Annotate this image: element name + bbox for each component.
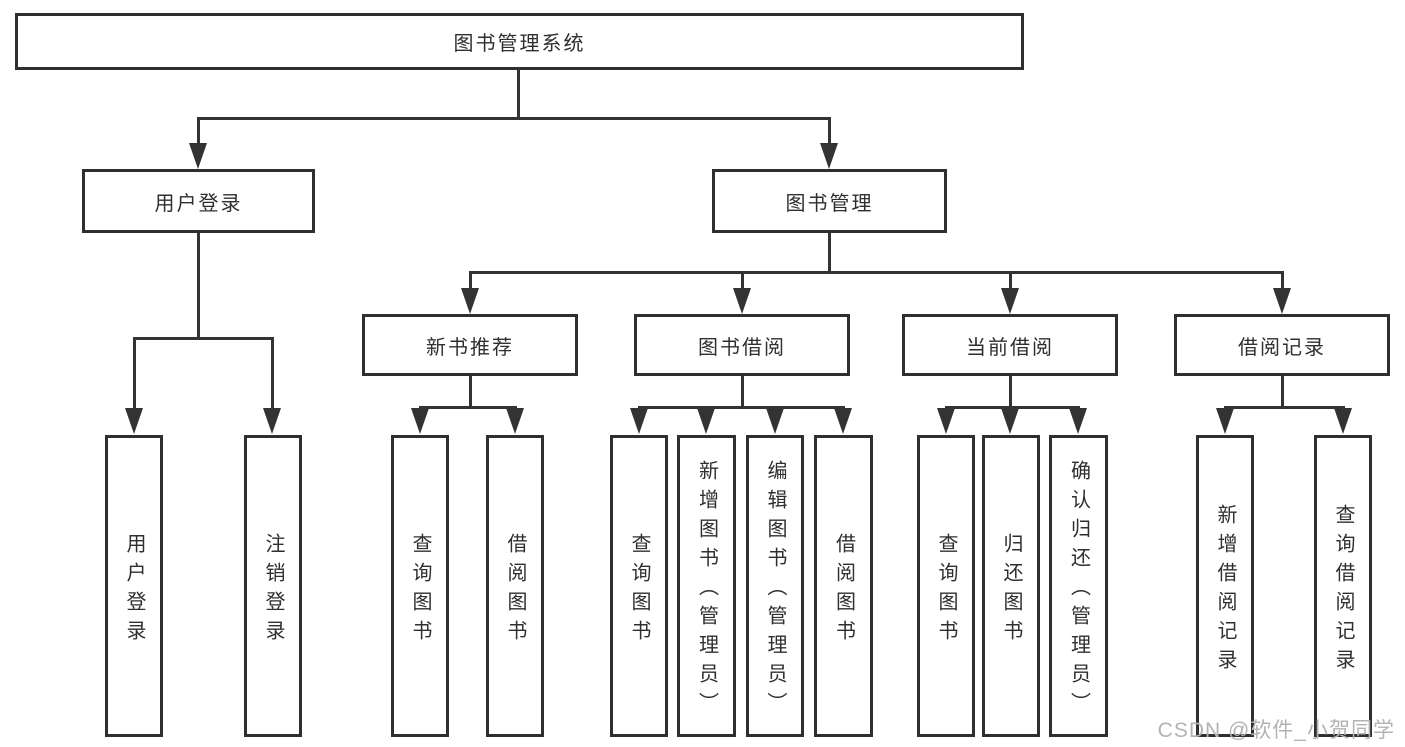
leaf-borrow-book-1: 借阅图书 — [486, 435, 544, 737]
leaf-label: 查询图书 — [935, 532, 957, 649]
connector-vline — [196, 233, 200, 340]
connector-vline — [1280, 272, 1284, 292]
node-new-book-recommend: 新书推荐 — [362, 314, 578, 376]
connector-vline — [270, 338, 274, 410]
leaf-label: 借阅图书 — [504, 532, 526, 649]
arrow-down-icon — [1001, 408, 1019, 434]
connector-vline — [740, 376, 744, 409]
connector-vline — [827, 233, 831, 273]
leaf-query-book-3: 查询图书 — [917, 435, 975, 737]
leaf-add-borrow-record: 新增借阅记录 — [1196, 435, 1254, 737]
arrow-down-icon — [263, 408, 281, 434]
connector-vline — [468, 376, 472, 409]
connector-vline — [1008, 272, 1012, 292]
arrow-down-icon — [834, 408, 852, 434]
leaf-logout: 注销登录 — [244, 435, 302, 737]
leaf-label: 查询图书 — [409, 532, 431, 649]
leaf-edit-book-admin: 编辑图书（管理员） — [746, 435, 804, 737]
node-current-borrow: 当前借阅 — [902, 314, 1118, 376]
leaf-label: 确认归还（管理员） — [1067, 460, 1090, 721]
leaf-label: 新增借阅记录 — [1214, 503, 1236, 678]
arrow-down-icon — [630, 408, 648, 434]
node-user-login: 用户登录 — [82, 169, 315, 233]
node-library-system: 图书管理系统 — [15, 13, 1024, 70]
arrow-down-icon — [1069, 408, 1087, 434]
watermark: CSDN @软件_小贺同学 — [1157, 719, 1395, 742]
connector-vline — [196, 118, 200, 147]
arrow-down-icon — [820, 143, 838, 169]
connector-vline — [1280, 376, 1284, 409]
leaf-label: 编辑图书（管理员） — [764, 460, 786, 721]
arrow-down-icon — [1216, 408, 1234, 434]
arrow-down-icon — [1001, 288, 1019, 314]
arrow-down-icon — [506, 408, 524, 434]
leaf-label: 查询借阅记录 — [1332, 503, 1354, 678]
connector-hline — [1223, 405, 1345, 409]
connector-vline — [468, 272, 472, 292]
node-book-management: 图书管理 — [712, 169, 947, 233]
connector-hline — [132, 336, 274, 340]
leaf-query-borrow-record: 查询借阅记录 — [1314, 435, 1372, 737]
arrow-down-icon — [697, 408, 715, 434]
arrow-down-icon — [1273, 288, 1291, 314]
connector-hline — [637, 405, 845, 409]
leaf-query-book-2: 查询图书 — [610, 435, 668, 737]
arrow-down-icon — [766, 408, 784, 434]
arrow-down-icon — [189, 143, 207, 169]
leaf-label: 查询图书 — [628, 532, 650, 649]
leaf-add-book-admin: 新增图书（管理员） — [677, 435, 736, 737]
leaf-confirm-return-admin: 确认归还（管理员） — [1049, 435, 1108, 737]
connector-hline — [196, 116, 831, 120]
connector-vline — [827, 118, 831, 147]
arrow-down-icon — [411, 408, 429, 434]
leaf-label: 用户登录 — [123, 532, 145, 649]
node-borrow-records: 借阅记录 — [1174, 314, 1390, 376]
leaf-return-book: 归还图书 — [982, 435, 1040, 737]
leaf-label: 注销登录 — [262, 532, 284, 649]
connector-vline — [132, 338, 136, 410]
leaf-borrow-book-2: 借阅图书 — [814, 435, 873, 737]
arrow-down-icon — [461, 288, 479, 314]
leaf-label: 归还图书 — [1000, 532, 1022, 649]
connector-hline — [418, 405, 517, 409]
leaf-user-login: 用户登录 — [105, 435, 163, 737]
node-book-borrow: 图书借阅 — [634, 314, 850, 376]
connector-vline — [1008, 376, 1012, 409]
connector-vline — [740, 272, 744, 292]
leaf-label: 借阅图书 — [832, 532, 855, 649]
arrow-down-icon — [125, 408, 143, 434]
leaf-query-book-1: 查询图书 — [391, 435, 449, 737]
connector-hline — [468, 270, 1284, 274]
leaf-label: 新增图书（管理员） — [695, 460, 718, 721]
connector-vline — [516, 68, 520, 118]
arrow-down-icon — [733, 288, 751, 314]
connector-hline — [944, 405, 1080, 409]
arrow-down-icon — [937, 408, 955, 434]
arrow-down-icon — [1334, 408, 1352, 434]
